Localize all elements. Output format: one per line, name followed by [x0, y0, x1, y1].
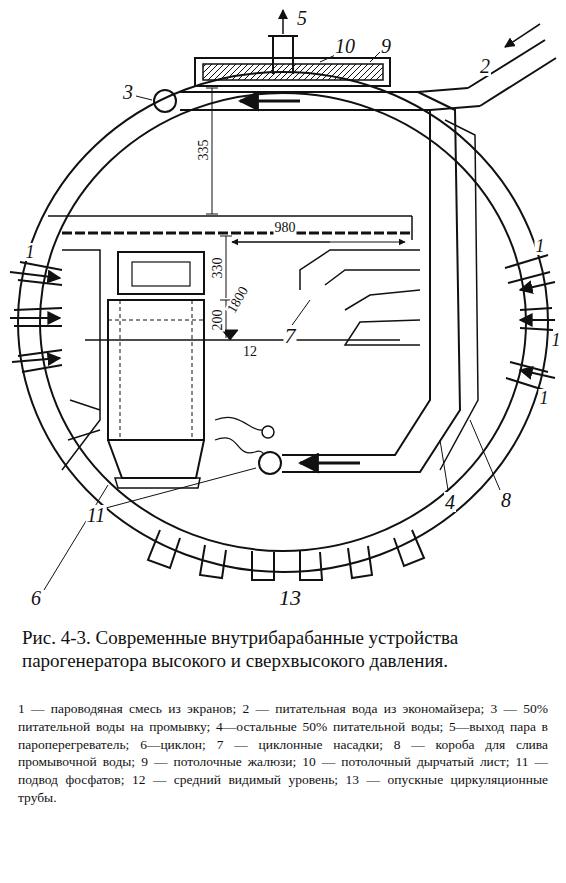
dimension-label: 200	[211, 309, 225, 332]
phosphate-line	[215, 438, 264, 454]
drawing-path	[300, 250, 420, 290]
drawing-path	[222, 330, 238, 340]
callout-number: 10	[334, 36, 356, 56]
drawing-path	[348, 546, 372, 578]
drum-inner	[40, 93, 526, 551]
drawing-path	[290, 300, 310, 328]
washing-sheet	[62, 232, 412, 235]
drawing-path	[505, 24, 540, 47]
explanation-item: 9 — потолочные жалюзи;	[141, 754, 296, 769]
drawing-g	[10, 10, 556, 590]
callout-number: 12	[242, 345, 258, 359]
drawing-path	[108, 300, 204, 440]
wash-pipe-end	[154, 90, 176, 112]
explanation-item: 6—циклон;	[140, 737, 206, 752]
callout-number: 6	[30, 588, 42, 608]
explanation-item: 12 — средний видимый уровень;	[132, 772, 338, 787]
drawing-g	[44, 52, 500, 590]
louver-box	[195, 58, 390, 86]
drawing-path	[505, 255, 553, 390]
steam-arrow	[282, 10, 284, 34]
drawing-path	[240, 100, 300, 103]
callout-number: 8	[500, 490, 512, 510]
explanation-item: 7 — циклонные насадки;	[217, 737, 383, 752]
callout-number: 1	[551, 331, 562, 349]
drawing-rect	[132, 262, 190, 286]
drawing-path	[44, 485, 108, 590]
drawing-circle	[262, 426, 274, 438]
drawing-path	[520, 319, 555, 321]
drawing-path	[48, 215, 412, 217]
callout-number: 13	[278, 587, 302, 609]
explanation-item: 4—остальные 50% питательной воды;	[216, 719, 443, 734]
drawing-path	[226, 236, 227, 338]
callout-number: 2	[479, 56, 491, 76]
drawing-path	[10, 317, 60, 319]
callout-number: 1	[539, 389, 550, 407]
drawing-path	[440, 440, 448, 490]
drum-drawing	[0, 0, 566, 620]
drawing-path	[10, 272, 60, 278]
drawing-path	[370, 52, 380, 62]
drawing-path	[232, 242, 330, 243]
perforated-plate	[203, 64, 383, 80]
feed-channel	[282, 92, 460, 472]
drawing-path	[300, 551, 322, 580]
figure-caption: Рис. 4-3. Современные внутрибарабанные у…	[22, 626, 544, 672]
dimension-label: 335	[197, 139, 211, 162]
drum-outer	[18, 72, 548, 572]
drawing-path	[411, 216, 413, 240]
callout-number: 3	[122, 82, 134, 102]
caption-text: Рис. 4-3. Современные внутрибарабанные у…	[22, 627, 458, 671]
dimension-label: 1800	[224, 284, 251, 317]
drawing-path	[215, 417, 262, 430]
drawing-path	[470, 420, 500, 490]
callout-number: 9	[380, 36, 392, 56]
callout-number: 4	[444, 492, 456, 512]
drawing-path	[520, 282, 555, 290]
drawing-path	[12, 358, 60, 362]
feed-pipe	[468, 40, 556, 106]
explanation-item: 1 — пароводяная смесь из экранов;	[18, 701, 236, 716]
cyclone-cone	[108, 440, 204, 478]
wash-pipe	[180, 88, 480, 110]
callout-number: 11	[86, 505, 107, 525]
callout-number: 1	[535, 237, 546, 255]
callout-number: 7	[284, 325, 297, 347]
dimension-label: 980	[274, 221, 297, 235]
drawing-path	[232, 242, 405, 243]
callout-number: 5	[296, 8, 308, 28]
cyclone-cap	[118, 252, 204, 294]
drain-box	[440, 120, 478, 470]
drawing-path	[300, 462, 360, 465]
feed-distributor	[259, 452, 281, 474]
drawing-path	[68, 400, 100, 440]
dimension-label: 330	[211, 257, 225, 280]
drawing-path	[345, 290, 420, 345]
drawing-path	[200, 545, 226, 578]
drawing-path	[148, 530, 180, 568]
explanation-item: 2 — питательная вода из экономайзера;	[243, 701, 485, 716]
cyclone-body	[108, 300, 204, 440]
water-level	[85, 339, 400, 341]
callout-number: 1	[25, 243, 36, 261]
drawing-path	[252, 551, 274, 580]
explanation-block: 1 — пароводяная смесь из экранов; 2 — пи…	[18, 700, 548, 807]
downcomers	[148, 530, 424, 580]
explanation-item: 10 — потолочный дырчатый лист;	[302, 754, 509, 769]
drawing-path	[106, 468, 256, 508]
cyclone-casing	[62, 250, 100, 470]
drawing-path	[394, 530, 424, 566]
drawing-path	[136, 96, 152, 100]
drawing-path	[520, 370, 555, 378]
